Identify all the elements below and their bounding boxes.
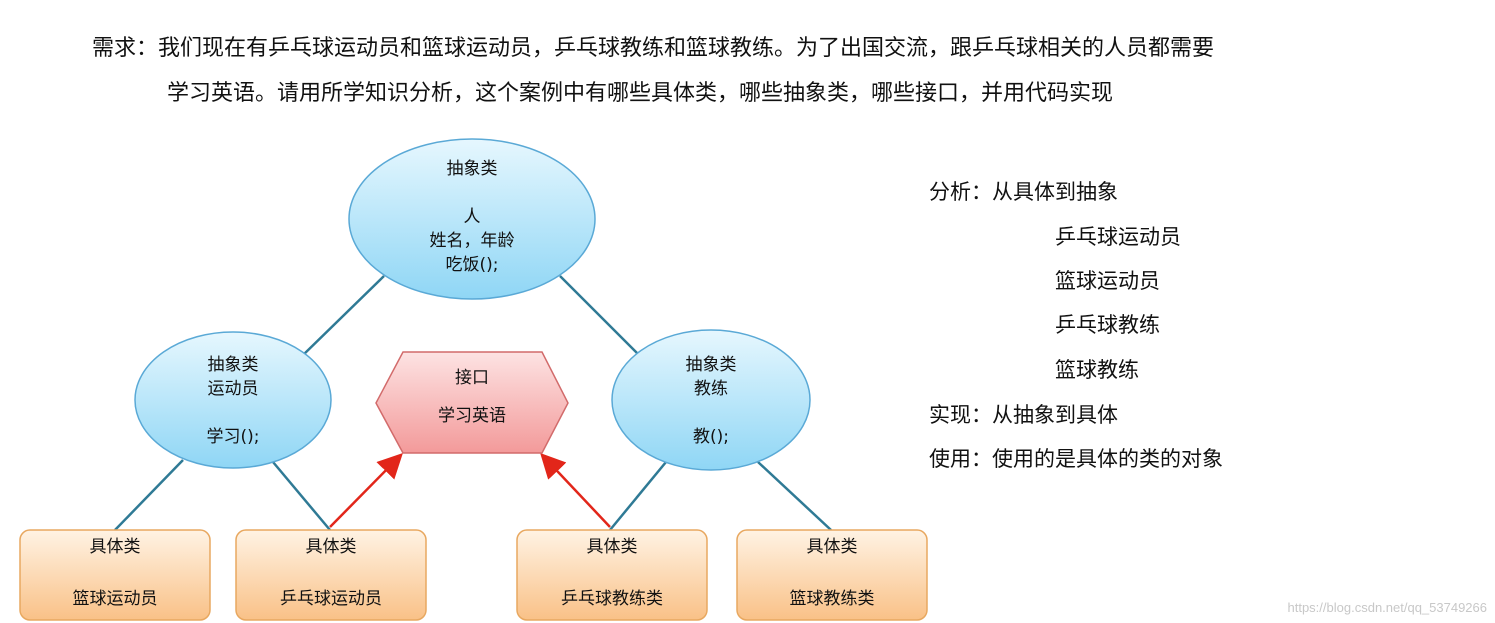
box-basketball-player bbox=[19, 529, 211, 621]
box-pingpong-coach bbox=[516, 529, 708, 621]
node-pingpong-coach: 具体类 乒乓球教练类 bbox=[517, 535, 707, 611]
edge-coach-pingpong-coach bbox=[609, 461, 667, 531]
node-basketball-coach-kind: 具体类 bbox=[806, 537, 858, 557]
analysis-item: 篮球运动员 bbox=[1055, 269, 1160, 293]
node-coach-method: 教(); bbox=[693, 427, 729, 447]
analysis-item: 乒乓球教练 bbox=[1055, 313, 1160, 337]
node-person-fields: 姓名，年龄 bbox=[429, 231, 515, 251]
edge-athlete-basketball-player bbox=[114, 459, 184, 531]
box-pingpong-player bbox=[235, 529, 427, 621]
ellipse-coach bbox=[611, 329, 811, 471]
analysis-implement: 实现：从抽象到具体 bbox=[929, 403, 1118, 427]
node-pingpong-coach-kind: 具体类 bbox=[586, 537, 638, 557]
node-basketball-player-name: 篮球运动员 bbox=[72, 589, 158, 609]
hexagon-interface bbox=[375, 351, 569, 454]
node-pingpong-player-kind: 具体类 bbox=[305, 537, 357, 557]
node-coach-kind: 抽象类 bbox=[685, 355, 737, 375]
edge-person-athlete bbox=[300, 275, 385, 358]
node-person: 抽象类 人 姓名，年龄 吃饭(); bbox=[372, 157, 572, 277]
node-pingpong-player: 具体类 乒乓球运动员 bbox=[236, 535, 426, 611]
node-athlete: 抽象类 运动员 学习(); bbox=[153, 353, 313, 449]
node-pingpong-player-name: 乒乓球运动员 bbox=[280, 589, 382, 609]
box-basketball-coach bbox=[736, 529, 928, 621]
analysis-heading: 分析：从具体到抽象 bbox=[929, 180, 1118, 204]
node-person-method: 吃饭(); bbox=[445, 255, 499, 275]
ellipse-athlete bbox=[134, 331, 332, 469]
analysis-item: 乒乓球运动员 bbox=[1055, 225, 1181, 249]
node-athlete-kind: 抽象类 bbox=[207, 355, 259, 375]
node-coach-name: 教练 bbox=[694, 379, 728, 399]
node-person-kind: 抽象类 bbox=[446, 159, 498, 179]
watermark: https://blog.csdn.net/qq_53749266 bbox=[1287, 600, 1488, 615]
node-interface-name: 学习英语 bbox=[438, 406, 506, 426]
requirement-line-1: 需求：我们现在有乒乓球运动员和篮球运动员，乒乓球教练和篮球教练。为了出国交流，跟… bbox=[92, 36, 1215, 61]
ellipse-person bbox=[348, 138, 596, 300]
analysis-item: 篮球教练 bbox=[1055, 358, 1139, 382]
node-basketball-coach-name: 篮球教练类 bbox=[789, 589, 875, 609]
analysis-use: 使用：使用的是具体的类的对象 bbox=[929, 447, 1223, 471]
edge-athlete-pingpong-player bbox=[272, 461, 331, 531]
requirement-line-2: 学习英语。请用所学知识分析，这个案例中有哪些具体类，哪些抽象类，哪些接口，并用代… bbox=[167, 81, 1114, 106]
node-basketball-player-kind: 具体类 bbox=[89, 537, 141, 557]
node-athlete-name: 运动员 bbox=[207, 379, 259, 399]
node-interface: 接口 学习英语 bbox=[392, 366, 552, 428]
node-interface-kind: 接口 bbox=[455, 368, 489, 388]
arrow-pingpong-player-to-interface bbox=[329, 453, 403, 528]
edge-coach-basketball-coach bbox=[757, 461, 832, 531]
node-pingpong-coach-name: 乒乓球教练类 bbox=[561, 589, 663, 609]
node-basketball-player: 具体类 篮球运动员 bbox=[20, 535, 210, 611]
node-coach: 抽象类 教练 教(); bbox=[631, 353, 791, 449]
node-athlete-method: 学习(); bbox=[206, 427, 260, 447]
node-basketball-coach: 具体类 篮球教练类 bbox=[737, 535, 927, 611]
arrow-pingpong-coach-to-interface bbox=[540, 452, 611, 528]
node-person-name: 人 bbox=[463, 207, 481, 227]
edge-person-coach bbox=[559, 275, 642, 358]
